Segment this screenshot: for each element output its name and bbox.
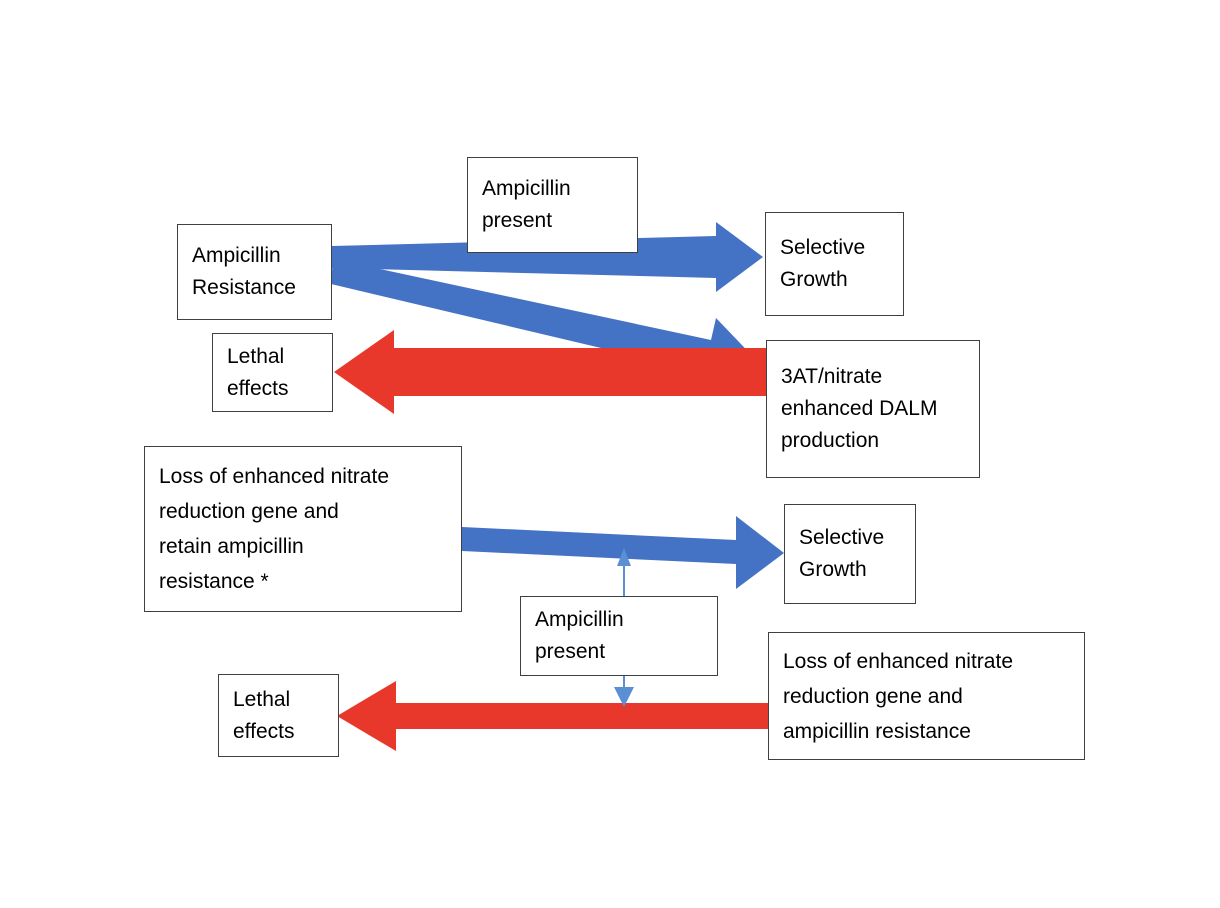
loss-retain-resistance-box[interactable]: Loss of enhanced nitrate reduction gene … — [144, 446, 462, 612]
lethal-effects-bottom-box[interactable]: Lethal effects — [218, 674, 339, 757]
blue-arrow-resistance-to-dalm — [331, 259, 763, 393]
blue-arrow-loss-retain-to-selective-growth — [462, 516, 784, 589]
ampicillin-present-bottom-box[interactable]: Ampicillin present — [520, 596, 718, 676]
node-label: Ampicillin present — [482, 177, 571, 232]
node-label: Lethal effects — [227, 344, 289, 400]
loss-both-box[interactable]: Loss of enhanced nitrate reduction gene … — [768, 632, 1085, 760]
node-label: Ampicillin present — [535, 608, 624, 663]
node-label: Selective Growth — [799, 526, 885, 581]
node-label: 3AT/nitrate enhanced DALM production — [781, 365, 938, 452]
node-label: Selective Growth — [780, 236, 866, 291]
selective-growth-bottom-box[interactable]: Selective Growth — [784, 504, 916, 604]
node-label: Loss of enhanced nitrate reduction gene … — [783, 649, 1013, 743]
ampicillin-present-top-box[interactable]: Ampicillin present — [467, 157, 638, 253]
red-arrow-loss-both-to-lethal-effects — [337, 681, 768, 751]
thin-blue-connector-down — [614, 676, 634, 707]
node-label: Ampicillin Resistance — [192, 244, 296, 299]
ampicillin-resistance-box[interactable]: Ampicillin Resistance — [177, 224, 332, 320]
lethal-effects-top-box[interactable]: Lethal effects — [212, 333, 333, 412]
node-label: Loss of enhanced nitrate reduction gene … — [159, 465, 389, 593]
selective-growth-top-box[interactable]: Selective Growth — [765, 212, 904, 316]
red-arrow-dalm-to-lethal-effects — [334, 330, 766, 414]
thin-blue-connector-up — [617, 548, 631, 596]
dalm-production-box[interactable]: 3AT/nitrate enhanced DALM production — [766, 340, 980, 478]
node-label: Lethal effects — [233, 687, 295, 743]
